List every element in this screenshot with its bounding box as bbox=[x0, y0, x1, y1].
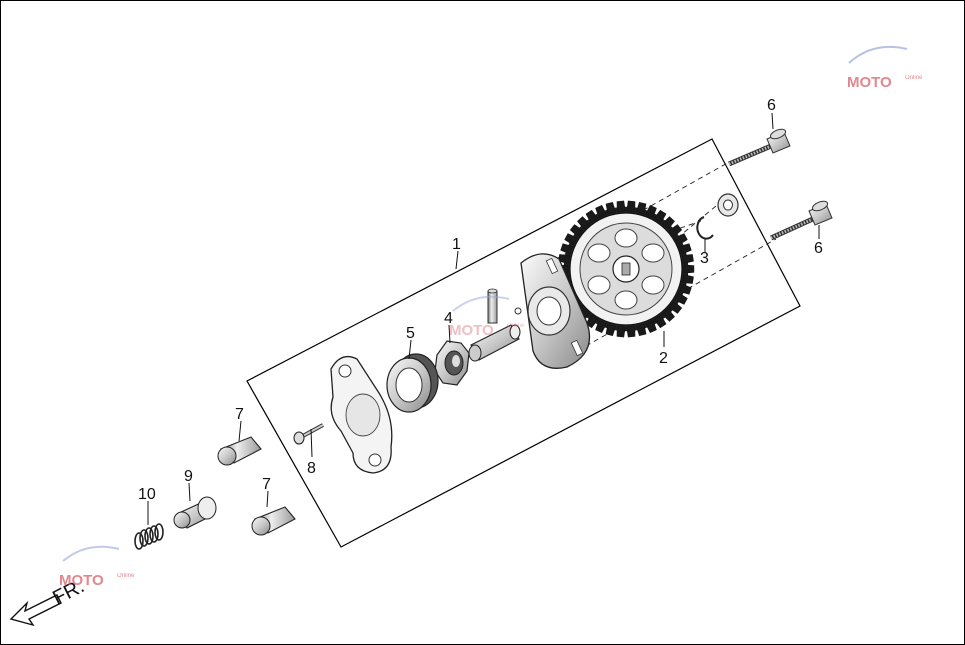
bolt-lower bbox=[769, 200, 833, 241]
circlip bbox=[696, 216, 714, 240]
leader-lines bbox=[147, 112, 820, 525]
callout-1: 1 bbox=[452, 236, 461, 253]
gear-tooth bbox=[635, 201, 647, 215]
gear-tooth bbox=[605, 323, 617, 337]
gear-tooth bbox=[661, 308, 675, 322]
gear-tooth bbox=[668, 224, 683, 238]
pump-shaft bbox=[468, 307, 522, 362]
assembly-group-outline bbox=[246, 138, 801, 548]
gear-tooth bbox=[560, 243, 573, 255]
gear-tooth bbox=[585, 209, 599, 224]
gear-tooth bbox=[653, 314, 667, 329]
watermark-logo-bottom: MOTO Online bbox=[59, 545, 135, 589]
svg-text:MOTO: MOTO bbox=[449, 322, 494, 339]
gear-tooth bbox=[626, 200, 636, 213]
pump-cover-plate bbox=[330, 355, 393, 474]
svg-text:Online: Online bbox=[117, 573, 135, 579]
gear-tooth bbox=[661, 216, 675, 230]
callout-2: 2 bbox=[659, 350, 668, 367]
gear-tooth bbox=[616, 325, 626, 338]
gear-tooth bbox=[653, 209, 667, 224]
gear-tooth bbox=[645, 319, 657, 333]
callout-8: 8 bbox=[307, 460, 316, 477]
gear-tooth bbox=[605, 201, 617, 215]
gear-tooth bbox=[682, 254, 694, 264]
gear-tooth bbox=[683, 264, 695, 274]
pump-body bbox=[520, 253, 591, 369]
gear-tooth bbox=[558, 254, 570, 264]
callout-7-upper: 7 bbox=[235, 406, 244, 423]
gear-tooth bbox=[645, 205, 657, 219]
svg-text:MOTO: MOTO bbox=[59, 572, 104, 589]
gear-tooth bbox=[674, 292, 688, 305]
strainer-cap-upper bbox=[217, 436, 262, 466]
svg-text:MOTO: MOTO bbox=[847, 74, 892, 91]
gear-tooth bbox=[674, 233, 688, 246]
spring bbox=[134, 523, 164, 550]
washer bbox=[717, 193, 739, 217]
gear-tooth bbox=[635, 323, 647, 337]
callout-6-upper: 6 bbox=[767, 97, 776, 114]
gear-tooth bbox=[616, 200, 626, 213]
gear-tooth bbox=[679, 243, 692, 255]
gear-tooth bbox=[626, 325, 636, 338]
strainer-cap-lower bbox=[251, 506, 296, 536]
bolt-upper bbox=[728, 128, 791, 167]
callout-3: 3 bbox=[700, 250, 709, 267]
dowel-pin bbox=[487, 288, 498, 324]
watermark-logo-center: MOTO Online bbox=[449, 295, 525, 339]
callout-7-lower: 7 bbox=[262, 476, 271, 493]
callout-5: 5 bbox=[406, 325, 415, 342]
callout-10: 10 bbox=[138, 486, 156, 503]
svg-text:Online: Online bbox=[507, 323, 525, 329]
gear-tooth bbox=[595, 205, 607, 219]
gear-tooth bbox=[668, 300, 683, 314]
relief-plunger bbox=[173, 496, 217, 529]
svg-text:Online: Online bbox=[905, 75, 923, 81]
drive-gear bbox=[557, 200, 695, 338]
callout-6-lower: 6 bbox=[814, 240, 823, 257]
gear-tooth bbox=[682, 274, 694, 284]
screw bbox=[293, 423, 324, 445]
gear-tooth bbox=[564, 233, 578, 246]
gear-tooth bbox=[595, 319, 607, 333]
watermark-logo-top: MOTO Online bbox=[847, 45, 923, 91]
gear-tooth bbox=[679, 283, 692, 295]
gear-tooth bbox=[577, 216, 591, 230]
gear-tooth bbox=[569, 224, 584, 238]
outer-rotor bbox=[386, 353, 439, 413]
inner-rotor bbox=[434, 340, 470, 386]
callout-9: 9 bbox=[184, 468, 193, 485]
callout-4: 4 bbox=[444, 310, 453, 327]
front-arrow-icon bbox=[9, 594, 62, 627]
